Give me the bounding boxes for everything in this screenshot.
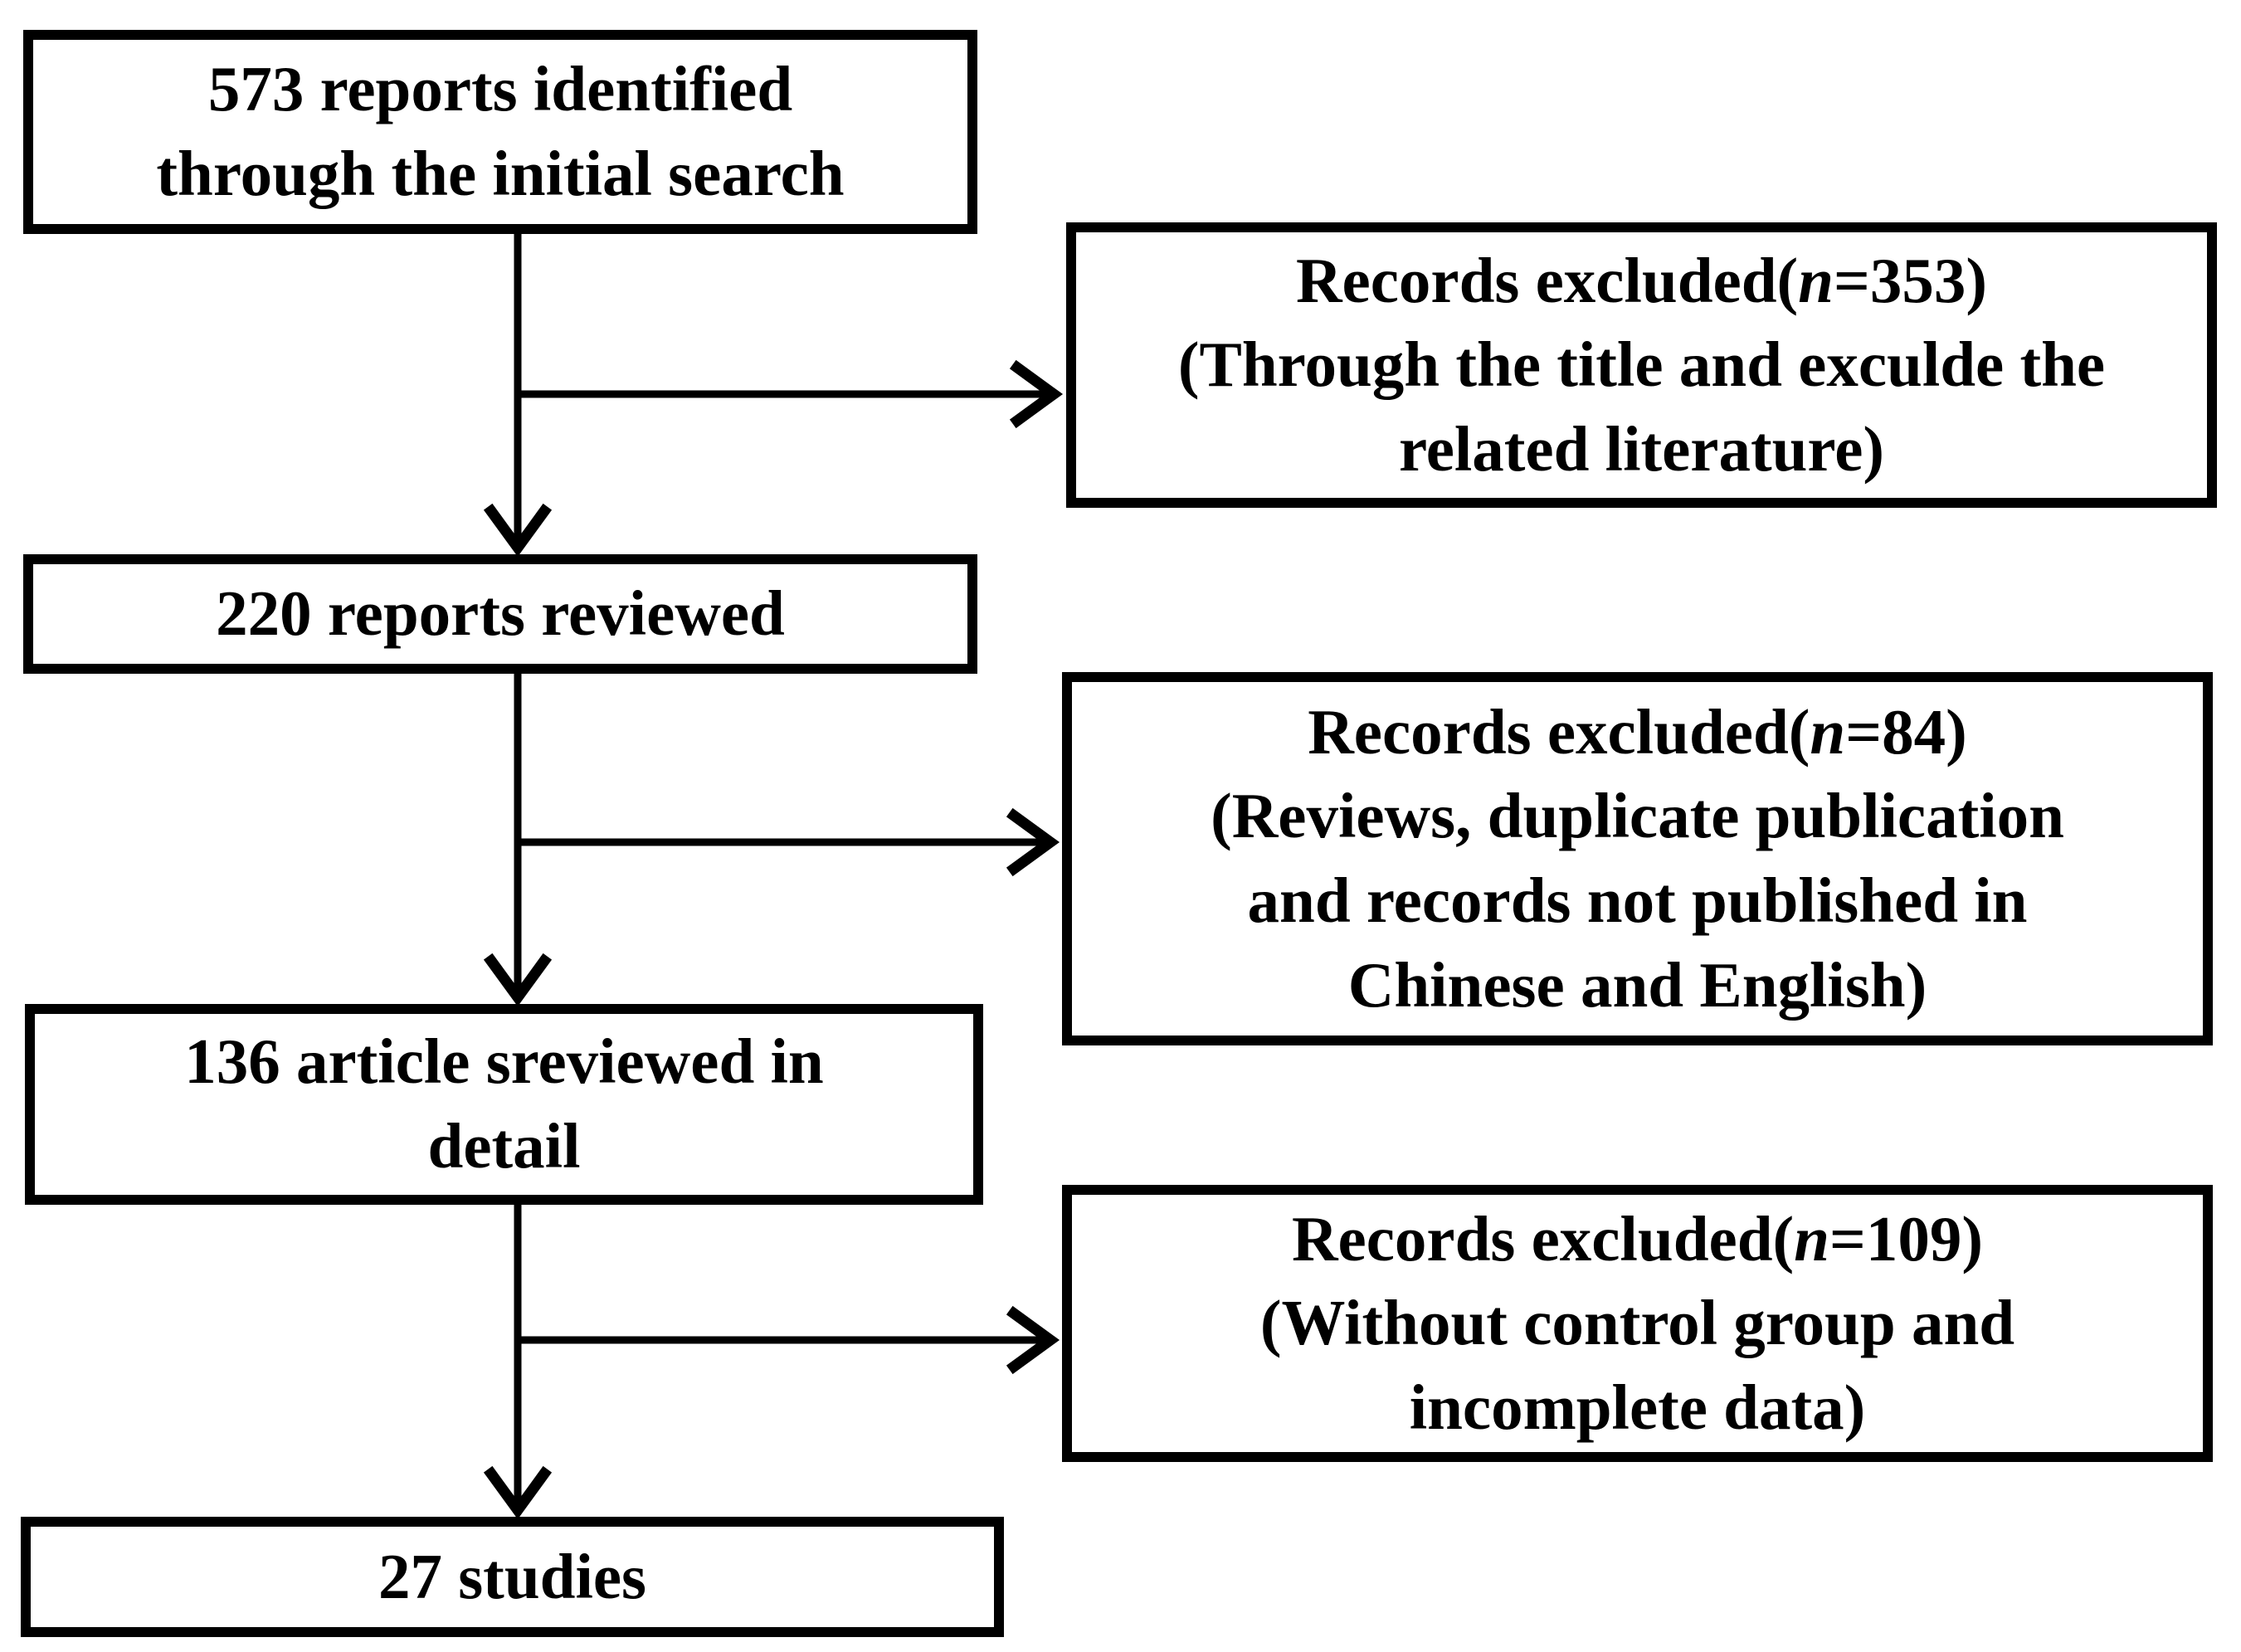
reports-reviewed-line-1: 220 reports reviewed [216,577,785,650]
box-studies-included: 27 studies [21,1517,1004,1637]
arrow-to-excluded-1 [514,359,1064,429]
records-excluded-1-reason-line-1: (Through the title and exculde the [1177,329,2106,401]
records-excluded-1-prefix: Records excluded( [1295,244,1799,316]
records-excluded-1-n-symbol: n [1798,244,1834,316]
reports-identified-line-2: through the initial search [156,138,845,209]
reports-identified-line-1: 573 reports identified [207,53,793,125]
records-excluded-3-heading: Records excluded(n=109) [1292,1197,1983,1282]
records-excluded-2-reason-line-3: Chinese and English) [1347,948,1927,1021]
arrow-to-excluded-2 [514,807,1060,877]
arrow-to-excluded-3 [514,1305,1060,1375]
articles-reviewed-line-1: 136 article sreviewed in [184,1026,824,1098]
arrow-reviewed-to-detail [483,670,553,1007]
records-excluded-2-heading: Records excluded(n=84) [1308,690,1967,775]
records-excluded-2-reason-line-2: and records not published in [1247,865,2028,936]
box-records-excluded-2: Records excluded(n=84) (Reviews, duplica… [1062,672,2213,1045]
records-excluded-1-heading: Records excluded(n=353) [1296,239,1987,324]
records-excluded-2-prefix: Records excluded( [1308,695,1810,768]
records-excluded-3-prefix: Records excluded( [1291,1202,1795,1274]
box-reports-identified: 573 reports identified through the initi… [23,30,977,234]
box-reports-reviewed: 220 reports reviewed [23,554,977,674]
articles-reviewed-line-2: detail [427,1110,581,1182]
records-excluded-3-reason-line-2: incomplete data) [1409,1371,1866,1443]
records-excluded-3-n-symbol: n [1794,1202,1829,1274]
arrow-detail-to-included [483,1201,553,1520]
records-excluded-2-n-symbol: n [1810,695,1846,768]
studies-included-line-1: 27 studies [378,1540,647,1612]
records-excluded-2-reason-line-1: (Reviews, duplicate publication [1211,780,2064,852]
records-excluded-3-count: =109) [1829,1202,1984,1274]
records-excluded-2-count: =84) [1845,695,1967,768]
records-excluded-1-reason-line-2: related literature) [1398,412,1885,485]
arrow-identified-to-reviewed [483,230,553,558]
records-excluded-3-reason-line-1: (Without control group and [1259,1287,2015,1359]
records-excluded-1-count: =353) [1834,244,1988,316]
box-articles-reviewed-in-detail: 136 article sreviewed in detail [25,1004,983,1205]
box-records-excluded-1: Records excluded(n=353) (Through the tit… [1066,222,2217,508]
box-records-excluded-3: Records excluded(n=109) (Without control… [1062,1185,2213,1462]
